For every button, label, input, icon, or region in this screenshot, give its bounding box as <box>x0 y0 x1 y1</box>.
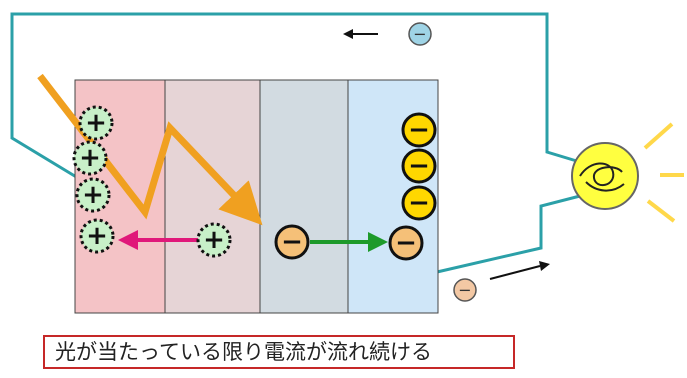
electron-flow-arrowhead <box>343 29 353 39</box>
hole: + <box>79 218 115 254</box>
svg-text:+: + <box>85 108 107 138</box>
electron: − <box>401 148 437 184</box>
small-electron: − <box>453 278 477 302</box>
svg-text:+: + <box>86 221 108 251</box>
circuit-wire <box>10 12 581 180</box>
hole-drift-arrowhead <box>118 230 138 250</box>
hole: + <box>75 177 111 213</box>
svg-text:−: − <box>408 151 430 181</box>
svg-text:−: − <box>408 115 430 145</box>
circuit-wire-return <box>436 194 581 274</box>
electron: − <box>388 225 424 261</box>
svg-text:−: − <box>413 25 426 44</box>
electron: − <box>274 224 310 260</box>
svg-text:−: − <box>458 281 471 300</box>
light-bulb-icon <box>571 122 684 223</box>
electron: − <box>401 185 437 221</box>
electron-flow-arrow <box>489 265 541 280</box>
svg-text:+: + <box>79 143 101 173</box>
electron-drift-arrowhead <box>368 232 388 252</box>
layer-2 <box>164 79 261 314</box>
svg-text:+: + <box>203 225 225 255</box>
layer-3 <box>259 79 349 314</box>
svg-text:−: − <box>408 188 430 218</box>
small-electron: − <box>408 22 432 46</box>
hole: + <box>78 105 114 141</box>
hole: + <box>196 222 232 258</box>
svg-text:+: + <box>82 180 104 210</box>
electron-flow-arrowhead <box>539 261 550 271</box>
svg-text:−: − <box>281 227 303 257</box>
electron: − <box>401 112 437 148</box>
hole: + <box>72 140 108 176</box>
caption-box: 光が当たっている限り電流が流れ続ける <box>43 335 515 369</box>
caption-text: 光が当たっている限り電流が流れ続ける <box>55 340 432 364</box>
svg-text:−: − <box>395 228 417 258</box>
